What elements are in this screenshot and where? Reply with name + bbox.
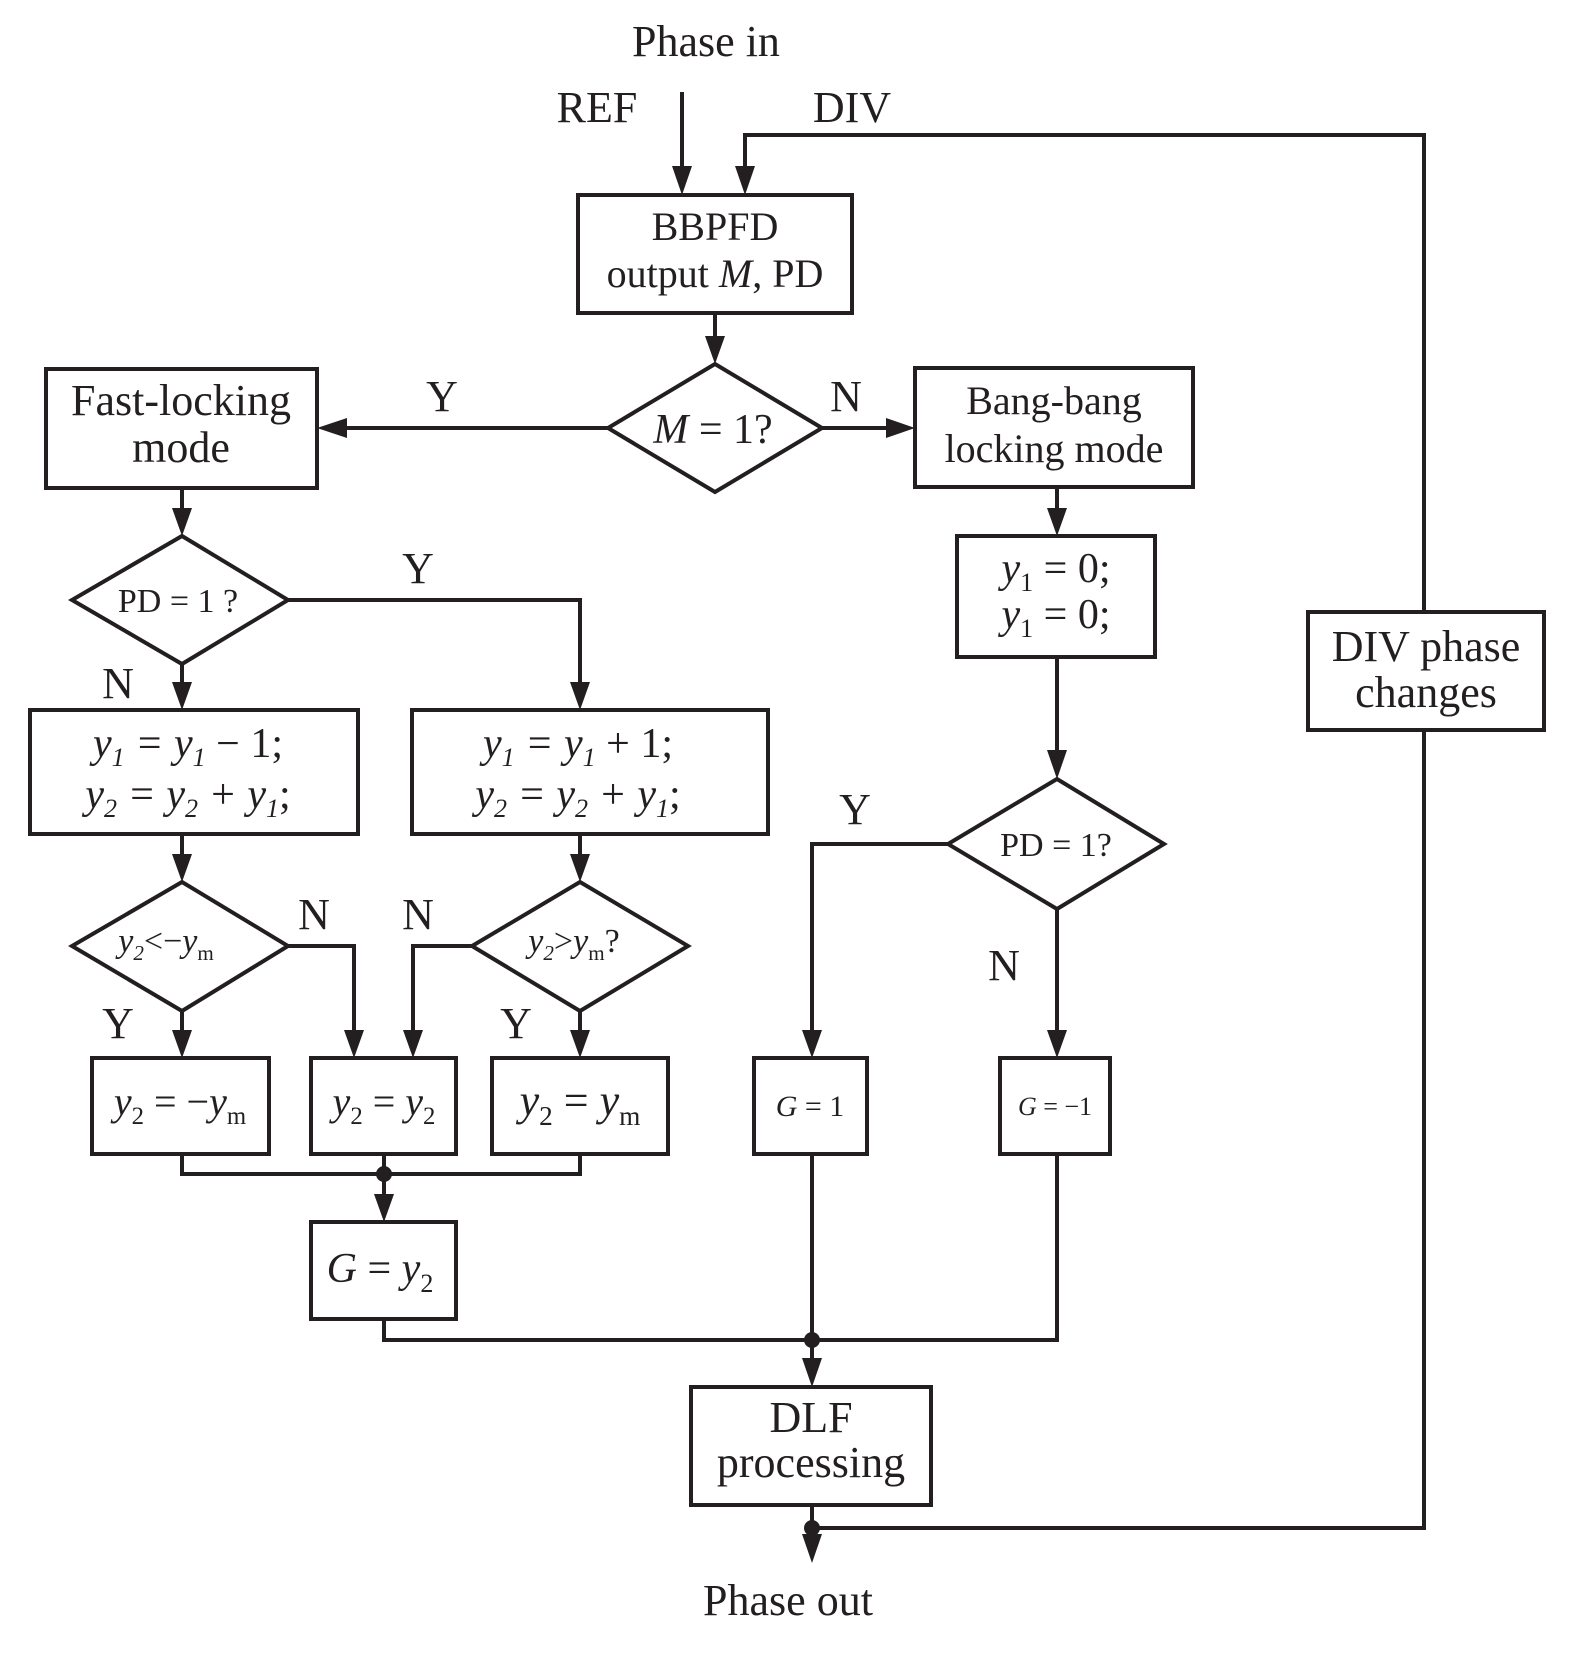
arrowhead <box>374 1194 394 1222</box>
arrowhead <box>886 418 915 438</box>
div-phase-box <box>1306 610 1546 732</box>
pd-right-label: PD = 1? <box>1000 827 1112 864</box>
assign-same-box <box>309 1056 458 1156</box>
pd-right-diamond <box>944 776 1168 912</box>
pd-left-diamond <box>68 533 292 667</box>
arrowhead <box>802 1030 822 1058</box>
update-left-box <box>28 708 360 836</box>
g-y2-label: G = y2 <box>327 1246 434 1298</box>
div-label: DIV <box>813 83 891 132</box>
g-pos-label: G = 1 <box>776 1090 845 1123</box>
arrowhead <box>1047 750 1067 779</box>
update-right-line1: y1 = y1 + 1; <box>479 721 673 772</box>
div-phase-title: DIV phase <box>1332 622 1521 671</box>
arrowhead <box>172 1030 192 1058</box>
pd-right-yes-label: Y <box>839 785 871 834</box>
g-pos-box <box>752 1056 869 1156</box>
update-right-line2: y2 = y2 + y1; <box>471 772 680 823</box>
bang-bang-box <box>913 366 1195 489</box>
connectors <box>172 92 1426 1563</box>
g-neg-label: G = −1 <box>1018 1092 1092 1121</box>
update-left-line1: y1 = y1 − 1; <box>89 721 283 772</box>
g-y2-box <box>309 1220 458 1321</box>
arrowhead <box>802 1358 822 1387</box>
arrowhead <box>672 166 692 195</box>
assign-neg-label: y2 = −ym <box>110 1079 246 1130</box>
div-feedback-line <box>743 133 1426 1530</box>
pd-left-label: PD = 1 ? <box>118 583 238 620</box>
m-yes-label: Y <box>426 372 458 421</box>
arrowhead <box>1047 1030 1067 1058</box>
arrowhead <box>344 1030 364 1058</box>
bang-bang-sub: locking mode <box>945 426 1164 471</box>
arrowhead <box>1047 508 1067 536</box>
cmp-right-yes-label: Y <box>500 999 532 1048</box>
cmp-right-label: y2>ym? <box>525 923 619 965</box>
arrowhead <box>172 508 192 536</box>
arrowhead <box>735 166 755 195</box>
decision-m-label: M = 1? <box>652 407 772 453</box>
junction-dot <box>376 1166 392 1182</box>
cmp-left-no-line <box>288 944 356 1036</box>
g-neg-box <box>998 1056 1112 1156</box>
cmp-right-no-line <box>411 944 472 1036</box>
fast-locking-title: Fast-locking <box>71 376 291 425</box>
pd-right-no-label: N <box>988 941 1020 990</box>
junction-dot <box>804 1332 820 1348</box>
bbpfd-output: output M, PD <box>607 251 824 296</box>
arrowhead <box>570 854 590 882</box>
reset-box <box>955 534 1157 659</box>
arrowhead <box>705 336 725 364</box>
fast-locking-sub: mode <box>132 423 230 472</box>
cmp-right-diamond <box>468 879 692 1014</box>
assign-pos-box <box>490 1056 670 1156</box>
arrowhead <box>317 418 347 438</box>
m-no-label: N <box>830 372 862 421</box>
div-phase-sub: changes <box>1355 668 1497 717</box>
arrowhead <box>172 854 192 882</box>
pd-left-no-label: N <box>102 659 134 708</box>
pd-left-yes-label: Y <box>402 544 434 593</box>
arrowhead <box>403 1030 423 1058</box>
bbpfd-title: BBPFD <box>652 204 779 249</box>
arrowhead <box>570 1030 590 1058</box>
cmp-left-label: y2<−ym <box>115 923 214 965</box>
phase-in-label: Phase in <box>632 17 780 66</box>
reset-line1: y1 = 0; <box>997 546 1110 597</box>
bang-bang-title: Bang-bang <box>966 378 1142 423</box>
g-merge-line <box>382 1154 1059 1364</box>
dlf-sub: processing <box>717 1438 905 1487</box>
assign-same-label: y2 = y2 <box>329 1079 436 1130</box>
junction-dot <box>804 1520 820 1536</box>
arrowhead <box>802 1534 822 1563</box>
dlf-title: DLF <box>769 1393 852 1442</box>
reset-line2: y1 = 0; <box>997 592 1110 643</box>
pd-right-yes-line <box>810 842 948 1036</box>
fast-locking-box <box>44 367 319 490</box>
cmp-left-no-label: N <box>298 890 330 939</box>
assign-pos-label: y2 = ym <box>516 1076 641 1131</box>
bbpfd-box <box>576 193 854 315</box>
update-right-box <box>410 708 770 836</box>
assign-neg-box <box>90 1056 271 1156</box>
cmp-left-yes-label: Y <box>102 999 134 1048</box>
update-left-line2: y2 = y2 + y1; <box>81 772 290 823</box>
ref-label: REF <box>557 83 638 132</box>
cmp-right-no-label: N <box>402 890 434 939</box>
cmp-left-diamond <box>68 879 292 1014</box>
decision-m-diamond <box>604 361 826 495</box>
arrowhead <box>570 682 590 710</box>
arrowhead <box>172 682 192 710</box>
phase-out-label: Phase out <box>703 1576 873 1625</box>
dlf-box <box>689 1385 933 1507</box>
pd-left-yes-line <box>288 598 582 688</box>
